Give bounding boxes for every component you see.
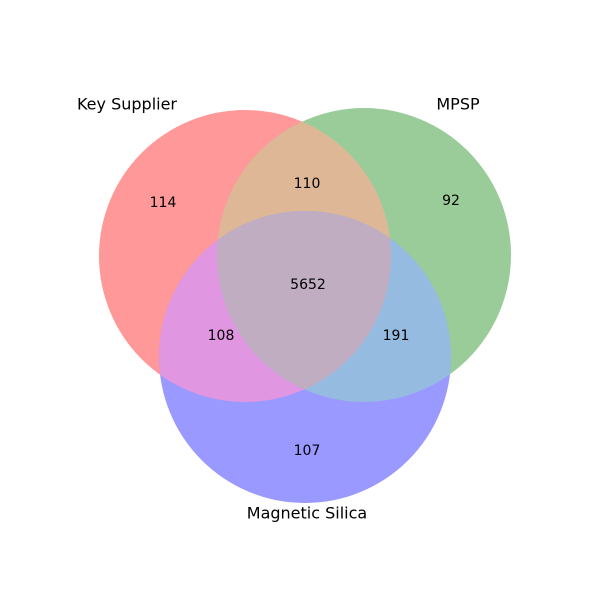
count-label-key-supplier-only: 114 (150, 195, 177, 211)
set-label-key-supplier: Key Supplier (77, 95, 177, 114)
count-label-center: 5652 (290, 277, 326, 293)
count-label-mpsp-magnetic-silica: 191 (383, 328, 410, 344)
count-label-key-supplier-mpsp: 110 (294, 176, 321, 192)
region-center-group (217, 211, 391, 402)
count-label-mpsp-only: 92 (442, 193, 460, 209)
set-label-magnetic-silica: Magnetic Silica (247, 504, 367, 523)
region-center (217, 211, 391, 402)
count-label-magnetic-silica-only: 107 (294, 443, 321, 459)
set-label-mpsp: MPSP (436, 95, 480, 114)
count-label-key-supplier-magnetic-silica: 108 (208, 328, 235, 344)
